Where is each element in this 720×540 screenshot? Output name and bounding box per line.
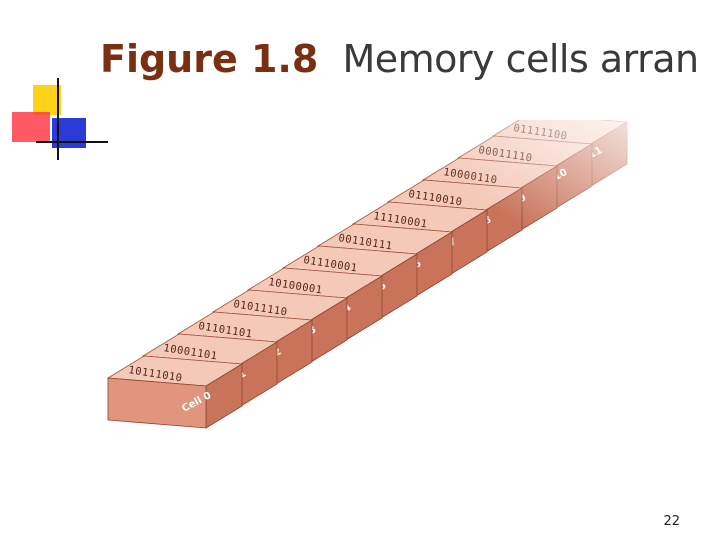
page-number: 22 xyxy=(663,514,680,529)
figure-number: Figure 1.8 xyxy=(100,37,319,81)
memory-cells-diagram: 01111100Cell 1100011110Cell 1010000110Ce… xyxy=(100,120,670,480)
decorative-squares-icon xyxy=(12,78,108,160)
memory-cells-figure: 01111100Cell 1100011110Cell 1010000110Ce… xyxy=(100,120,670,480)
figure-caption: Memory cells arranged by address xyxy=(342,37,700,81)
slide-title: Figure 1.8 Memory cells arranged by addr… xyxy=(100,36,700,128)
